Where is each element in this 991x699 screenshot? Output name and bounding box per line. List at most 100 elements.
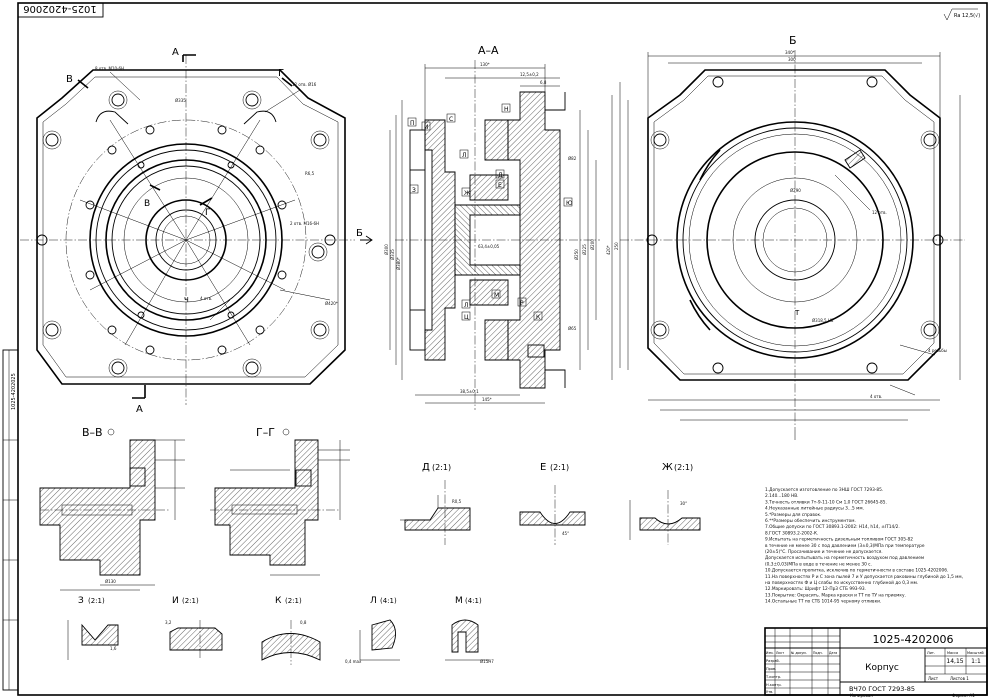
title-mass-header: Масса bbox=[947, 651, 958, 655]
aa-letter-ts: Ц bbox=[464, 314, 469, 321]
detail-m-label: М bbox=[455, 596, 463, 606]
front-view: Ø420* 12 отв. Ø16 8 отв. М10-6Н 2 отв. М… bbox=[20, 47, 355, 415]
format-label: Формат А1 bbox=[952, 693, 975, 698]
title-block: 1025-4202006 Корпус ВЧ70 ГОСТ 7293-85 Ли… bbox=[764, 627, 988, 696]
aa-letter-n: Н bbox=[504, 106, 509, 113]
title-material: ВЧ70 ГОСТ 7293-85 bbox=[849, 685, 915, 693]
title-person-2: Т.контр. bbox=[765, 675, 781, 679]
detail-l: Л (4:1) 0,4 max bbox=[345, 596, 400, 664]
technical-notes: 1.Допускается изготовление по ЗНШ ГОСТ 7… bbox=[765, 487, 963, 605]
aa-dim-13: Ø65 bbox=[568, 326, 577, 331]
detail-e-dim: 45° bbox=[562, 531, 569, 536]
aa-letter-i: И bbox=[424, 124, 429, 131]
detail-z: З (2:1) 1,6 bbox=[67, 596, 119, 660]
front-dim-4: 2 отв. М16-6Н bbox=[290, 221, 319, 226]
detail-e-scale: (2:1) bbox=[550, 463, 569, 472]
section-mark-b-arrow: Б bbox=[356, 228, 363, 239]
left-margin-stamp: 1025-4202025 bbox=[2, 349, 19, 691]
b-dim-0: 340* bbox=[785, 50, 795, 55]
view-vv-label: В–В bbox=[82, 426, 103, 439]
b-dim-5: Ø318,5 H8 bbox=[812, 318, 834, 323]
b-dim-7: 12 отв. bbox=[872, 210, 887, 215]
title-row-1: Лист bbox=[776, 651, 784, 655]
section-mark-g-inner: Г bbox=[205, 208, 211, 218]
vv-dim: Ø130 bbox=[105, 579, 116, 584]
tech-note-line: 7.Общие допуски по ГОСТ 30893.1-2002: H1… bbox=[765, 524, 900, 530]
detail-z-label: З bbox=[78, 596, 84, 606]
tech-note-line: 1.Допускается изготовление по ЗНШ ГОСТ 7… bbox=[765, 487, 883, 493]
detail-d-scale: (2:1) bbox=[432, 463, 451, 472]
aa-dim-0: Ø380* bbox=[396, 257, 401, 270]
aa-dim-5: Ø200 bbox=[590, 239, 595, 250]
section-mark-a-top: А bbox=[172, 47, 179, 58]
detail-e-label: Е bbox=[540, 462, 546, 473]
detail-zh-scale: (2:1) bbox=[674, 463, 693, 472]
detail-i: И (2:1) 3,2 bbox=[165, 596, 223, 660]
aa-dim-labels: Ø380* Ø335 Ø300 Ø250 Ø225 Ø200 12,5±0,2 … bbox=[384, 62, 595, 402]
aa-letter-e: Е bbox=[498, 182, 502, 189]
detail-i-label: И bbox=[172, 596, 179, 606]
title-row-4: Дата bbox=[829, 651, 837, 655]
section-mark-a-bottom: А bbox=[136, 404, 143, 415]
detail-i-dim: 3,2 bbox=[165, 620, 172, 625]
aa-letter-yu: Ю bbox=[566, 200, 573, 207]
tech-note-line: на поверхностях Ф и Ц слабы по искусстве… bbox=[765, 579, 918, 586]
detail-k-label: К bbox=[275, 596, 282, 606]
aa-dim-3: Ø250 bbox=[574, 249, 579, 260]
roughness-label: Ra 12,5(√) bbox=[954, 13, 980, 19]
front-dim-1: Ø420* bbox=[325, 301, 338, 306]
tech-note-line: 5.*Размеры для справок. bbox=[765, 512, 821, 518]
title-mass: 14,15 bbox=[946, 658, 963, 665]
number-stamp: 1025-4202006 bbox=[17, 2, 104, 18]
title-scale: 1:1 bbox=[971, 658, 981, 665]
section-mark-t: Т bbox=[794, 309, 800, 317]
aa-dim-4: Ø225 bbox=[582, 244, 587, 255]
tech-note-line: Допускается испытывать на герметичность … bbox=[765, 555, 924, 561]
aa-dim-8: 6,8 bbox=[540, 80, 547, 85]
title-person-4: Утв. bbox=[766, 690, 773, 694]
view-b: Б bbox=[606, 34, 965, 440]
detail-k-dim: 0,8 bbox=[300, 620, 307, 625]
aa-letter-tags: П И С Л З Ж Е Д Н Ю М Л Ц Р bbox=[407, 103, 573, 321]
title-number: 1025-4202006 bbox=[873, 633, 954, 646]
outer-frame bbox=[17, 2, 988, 696]
tech-note-line: 3.Точность отливки 7т-9-11-10 См 1,0 ГОС… bbox=[765, 499, 887, 505]
detail-d-dim: R0,5 bbox=[452, 499, 462, 504]
tech-note-line: 9.Испытать на герметичность дизельным то… bbox=[765, 537, 913, 543]
section-mark-v: В bbox=[66, 74, 73, 85]
aa-dim-7: 130* bbox=[480, 62, 490, 67]
aa-dim-10: 63,4±0,05 bbox=[478, 244, 500, 249]
detail-e: Е (2:1) 45° bbox=[519, 462, 586, 545]
aa-dim-6: 12,5±0,2 bbox=[520, 72, 539, 77]
aa-letter-m: М bbox=[494, 292, 499, 299]
front-dim-3: 8 отв. М10-6Н bbox=[95, 66, 124, 71]
aa-letter-l1: Л bbox=[462, 152, 467, 159]
aa-dim-9: 38,5±0,1 bbox=[460, 389, 479, 394]
detail-zh-dim: 30° bbox=[680, 501, 687, 506]
b-dim-2: 250 bbox=[614, 242, 619, 250]
detail-k-scale: (2:1) bbox=[285, 597, 302, 605]
view-aa-label: А–А bbox=[478, 44, 499, 57]
title-person-1: Пров. bbox=[766, 667, 776, 671]
section-mark-g: Г bbox=[278, 68, 284, 79]
drawing-number-rotated: 1025-4202006 bbox=[23, 3, 97, 14]
aa-letter-d: Д bbox=[498, 172, 503, 179]
aa-letter-k: К bbox=[536, 314, 541, 321]
aa-dim-12: Ø82 bbox=[568, 156, 577, 161]
detail-m-scale: (4:1) bbox=[465, 597, 482, 605]
detail-l-scale: (4:1) bbox=[380, 597, 397, 605]
title-sheet: Лист bbox=[928, 676, 939, 681]
section-aa-view: А–А bbox=[356, 44, 600, 410]
side-number: 1025-4202025 bbox=[11, 373, 17, 410]
b-dim-8: 4 резьбы bbox=[928, 348, 947, 353]
b-dim-1: 300 bbox=[788, 57, 796, 62]
tech-note-line: 2.140...180 НВ. bbox=[765, 493, 799, 499]
front-dim-2: 12 отв. Ø16 bbox=[292, 82, 317, 87]
title-row-0: Изм. bbox=[766, 651, 774, 655]
aa-dim-1: Ø335 bbox=[390, 249, 395, 260]
copied-label: Копировал bbox=[850, 693, 873, 698]
title-scale-header: Масштаб bbox=[967, 651, 984, 655]
tech-note-line: (20±5)°С. Просачивание и течение не допу… bbox=[765, 549, 883, 555]
tech-note-line: 4.Неуказанные литейные радиусы 3...5 мм. bbox=[765, 505, 864, 512]
